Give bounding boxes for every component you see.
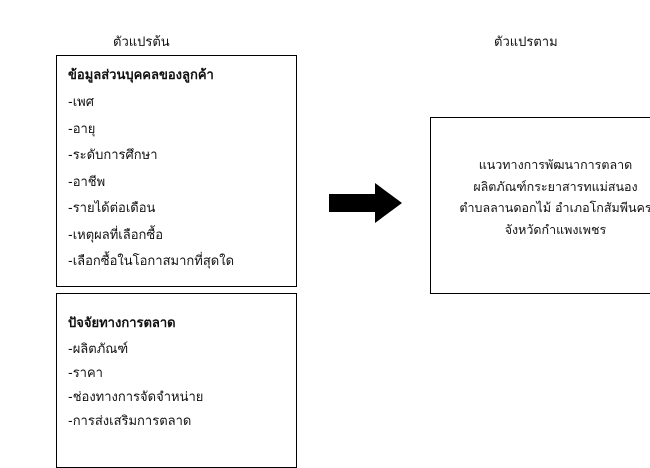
personal-info-title: ข้อมูลส่วนบุคคลของลูกค้า [68,68,214,83]
marketing-factors-title: ปัจจัยทางการตลาด [68,316,176,331]
list-item: -รายได้ต่อเดือน [68,201,156,216]
list-item: -ระดับการศึกษา [68,148,158,163]
outcome-line: ตำบลลานดอกไม้ อำเภอโกสัมพีนคร [459,200,650,215]
list-item: -ราคา [68,366,103,381]
independent-variable-heading: ตัวแปรต้น [113,35,170,50]
list-item: -เหตุผลที่เลือกซื้อ [68,227,164,243]
list-item: -เลือกซื้อในโอกาสมากที่สุดใด [68,254,235,269]
personal-info-box: ข้อมูลส่วนบุคคลของลูกค้า -เพศ -อายุ -ระด… [56,55,297,287]
list-item: -เพศ [68,95,94,110]
list-item: -อายุ [68,121,96,137]
list-item: -การส่งเสริมการตลาด [68,414,192,429]
dependent-variable-heading: ตัวแปรตาม [494,35,558,50]
outcome-line: ผลิตภัณฑ์กระยาสารทแม่สนอง [473,178,638,194]
right-arrow-icon [329,183,402,223]
outcome-line: แนวทางการพัฒนาการตลาด [478,157,633,172]
list-item: -ช่องทางการจัดจำหน่าย [68,390,204,405]
outcome-text: แนวทางการพัฒนาการตลาด ผลิตภัณฑ์กระยาสารท… [431,154,650,240]
outcome-box: แนวทางการพัฒนาการตลาด ผลิตภัณฑ์กระยาสารท… [430,117,650,294]
list-item: -อาชีพ [68,174,106,190]
list-item: -ผลิตภัณฑ์ [68,342,129,357]
marketing-factors-box: ปัจจัยทางการตลาด -ผลิตภัณฑ์ -ราคา -ช่องท… [56,293,297,468]
outcome-line: จังหวัดกำแพงเพชร [504,221,607,237]
